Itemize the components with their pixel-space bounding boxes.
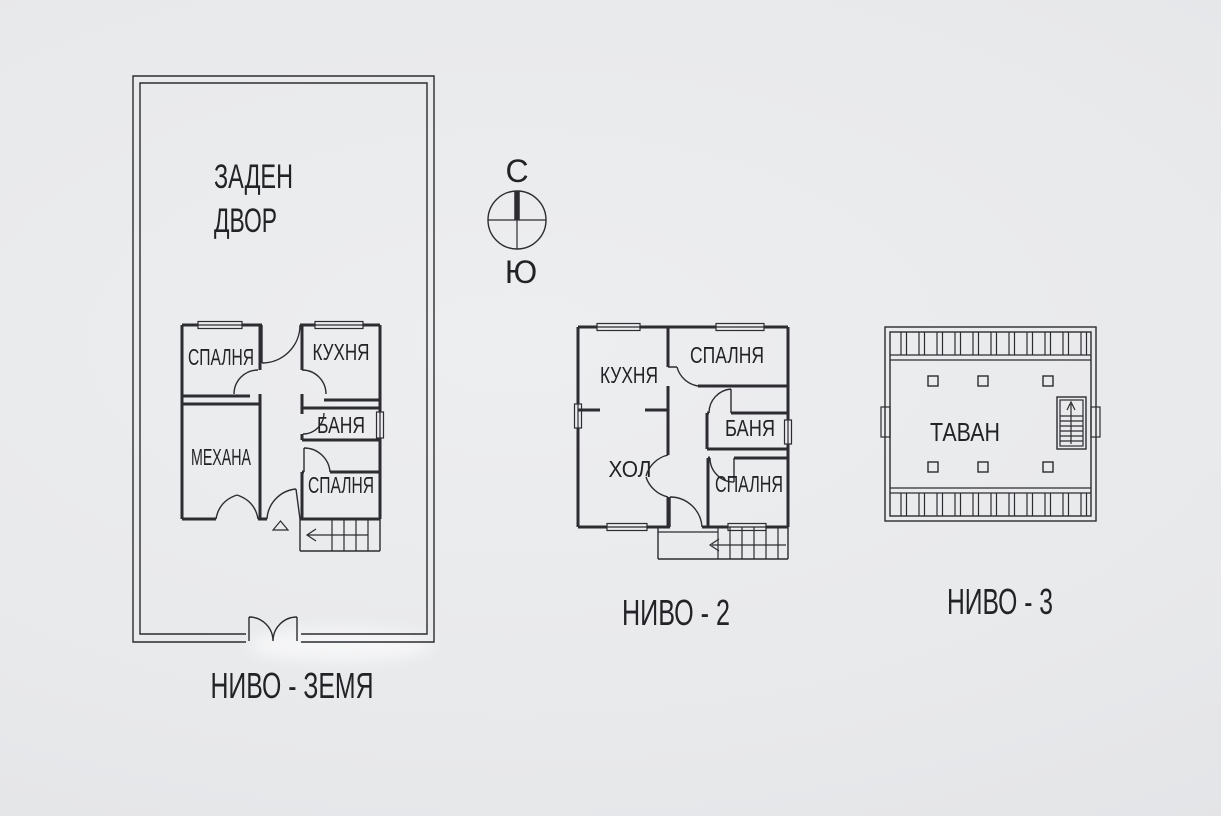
compass: С Ю (487, 153, 547, 290)
ground-mehana-double-door (215, 494, 259, 520)
ground-windows (197, 320, 385, 439)
yard-label-line1: ЗАДЕН (214, 158, 293, 196)
ground-bath-door (302, 412, 325, 435)
level3-rafter-band-top (890, 332, 1091, 361)
level2-stairs (657, 527, 789, 560)
level3-stairs-arrow (1066, 400, 1076, 444)
level3-window-right (1090, 406, 1101, 438)
level2-bath-door (708, 388, 732, 414)
yard-gate (248, 616, 298, 642)
level3-posts (927, 375, 1054, 473)
entrance-triangle (271, 520, 290, 531)
room-label-level2-bath: БАНЯ (725, 415, 775, 441)
yard-boundary-inner (139, 82, 428, 635)
level2-hall-double-door (645, 454, 669, 498)
ground-bedroom-bottom-door (303, 447, 331, 473)
room-label-ground-bedroom-top: СПАЛНЯ (188, 344, 254, 370)
yard-label-line2: ДВОР (214, 202, 277, 240)
level3-rafter-band-bottom (890, 487, 1091, 516)
ground-stairs-arrow (305, 528, 368, 542)
level3-border-outer (884, 326, 1097, 522)
level3-stairs (1056, 396, 1087, 450)
ground-plan: ЗАДЕН ДВОР СПАЛНЯ КУХНЯ МЕХАНА БАНЯ СПАЛ… (132, 75, 435, 706)
room-label-ground-bath: БАНЯ (317, 412, 365, 438)
ground-stairs (299, 519, 381, 552)
compass-south-label: Ю (505, 254, 537, 290)
ground-house-walls (180, 323, 382, 521)
room-label-ground-bedroom-bottom: СПАЛНЯ (308, 472, 374, 498)
plan-caption-level2: НИВО - 2 (622, 592, 730, 633)
ground-corridor-entry-door (261, 324, 301, 364)
room-label-level2-bedroom-bottom: СПАЛНЯ (715, 471, 783, 497)
room-label-ground-mehana: МЕХАНА (191, 444, 251, 470)
room-label-level2-kitchen: КУХНЯ (600, 362, 658, 388)
level2-walls (576, 325, 790, 529)
plan-caption-level3: НИВО - 3 (947, 581, 1053, 622)
level3-plan: ТАВАН НИВО - 3 (880, 326, 1101, 622)
room-label-level3-attic: ТАВАН (930, 417, 1000, 447)
room-label-level2-bedroom-top: СПАЛНЯ (690, 342, 764, 368)
compass-north-label: С (505, 153, 528, 189)
ground-exit-door (266, 488, 301, 520)
level2-stairs-arrow (708, 538, 786, 552)
level2-doors (645, 366, 735, 528)
ground-bedroom-top-door (233, 369, 259, 395)
plan-caption-ground: НИВО - ЗЕМЯ (211, 665, 374, 706)
level2-windows (573, 322, 793, 532)
level2-bedroom-top-door (668, 366, 699, 387)
level2-plan: КУХНЯ СПАЛНЯ ХОЛ БАНЯ СПАЛНЯ НИВО - 2 (573, 322, 793, 633)
ground-doors (215, 324, 331, 520)
room-label-level2-hall: ХОЛ (609, 456, 652, 482)
ground-kitchen-door (301, 369, 327, 395)
level2-entry-door (669, 496, 703, 528)
room-label-ground-kitchen: КУХНЯ (313, 339, 370, 365)
level3-window-left (880, 406, 891, 438)
yard-boundary-outer (132, 75, 435, 643)
level2-bedroom-bottom-door (709, 457, 735, 483)
